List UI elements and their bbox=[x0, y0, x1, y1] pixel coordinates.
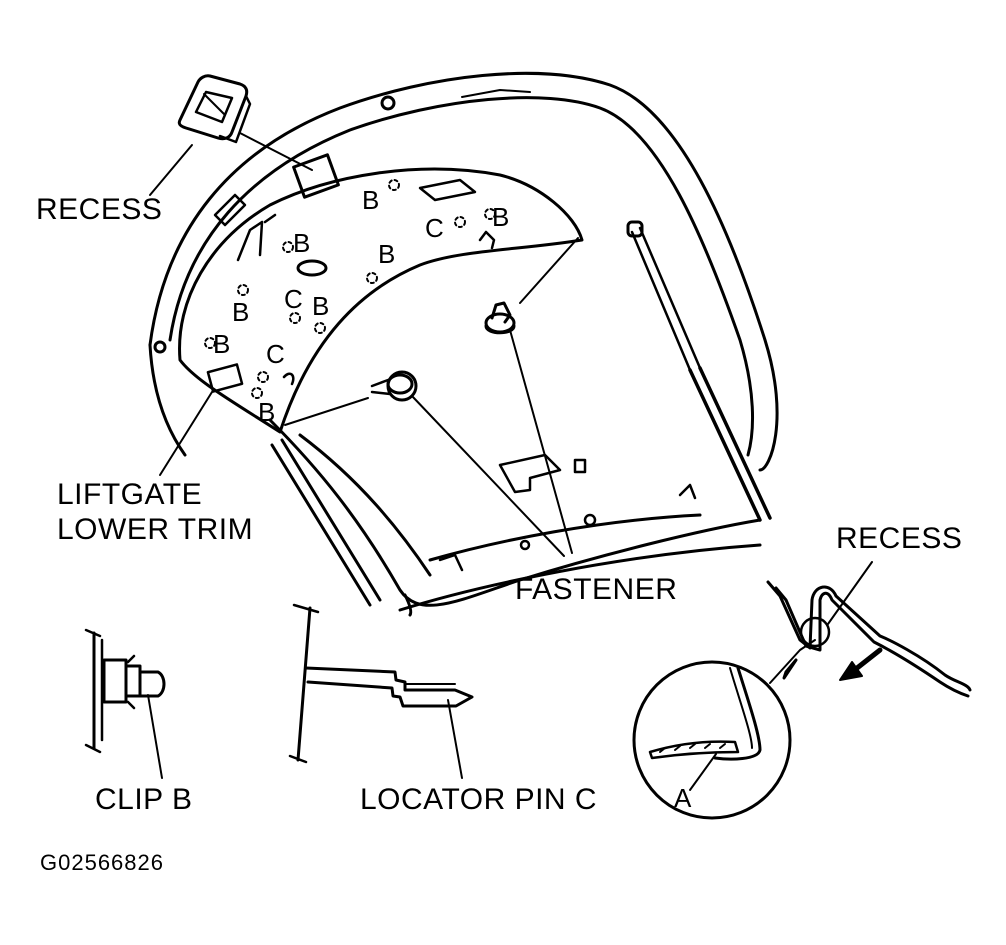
clip-marks bbox=[204, 179, 496, 399]
locator-pin-marks bbox=[282, 230, 496, 386]
label-detail-a: A bbox=[674, 783, 692, 813]
marker-c: C bbox=[425, 213, 444, 243]
label-recess-right: RECESS bbox=[836, 522, 963, 555]
marker-b: B bbox=[258, 397, 276, 427]
marker-b: B bbox=[492, 202, 510, 232]
leader-lines bbox=[147, 132, 873, 779]
marker-c: C bbox=[284, 284, 303, 314]
label-liftgate-lower-trim-line1: LIFTGATE bbox=[57, 478, 203, 511]
label-locator-pin-c: LOCATOR PIN C bbox=[360, 783, 598, 816]
marker-b: B bbox=[293, 228, 311, 258]
fastener-upper bbox=[484, 301, 516, 335]
figure-code: G02566826 bbox=[40, 850, 164, 875]
liftgate-lower-trim-panel bbox=[178, 153, 584, 434]
locator-pin-c-detail bbox=[288, 603, 474, 764]
marker-b: B bbox=[213, 329, 231, 359]
marker-b: B bbox=[232, 297, 250, 327]
marker-b: B bbox=[312, 291, 330, 321]
recess-plug bbox=[177, 74, 252, 144]
label-liftgate-lower-trim-line2: LOWER TRIM bbox=[57, 513, 254, 546]
magnified-detail bbox=[632, 639, 816, 820]
marker-b: B bbox=[362, 185, 380, 215]
marker-b: B bbox=[378, 239, 396, 269]
label-recess-top: RECESS bbox=[36, 193, 163, 226]
recess-cross-section bbox=[766, 580, 972, 698]
liftgate-body bbox=[148, 71, 779, 617]
fastener-lower bbox=[370, 370, 418, 402]
label-fastener: FASTENER bbox=[515, 573, 678, 606]
clip-b-detail bbox=[84, 628, 166, 754]
label-clip-b: CLIP B bbox=[95, 783, 193, 816]
marker-c: C bbox=[266, 339, 285, 369]
